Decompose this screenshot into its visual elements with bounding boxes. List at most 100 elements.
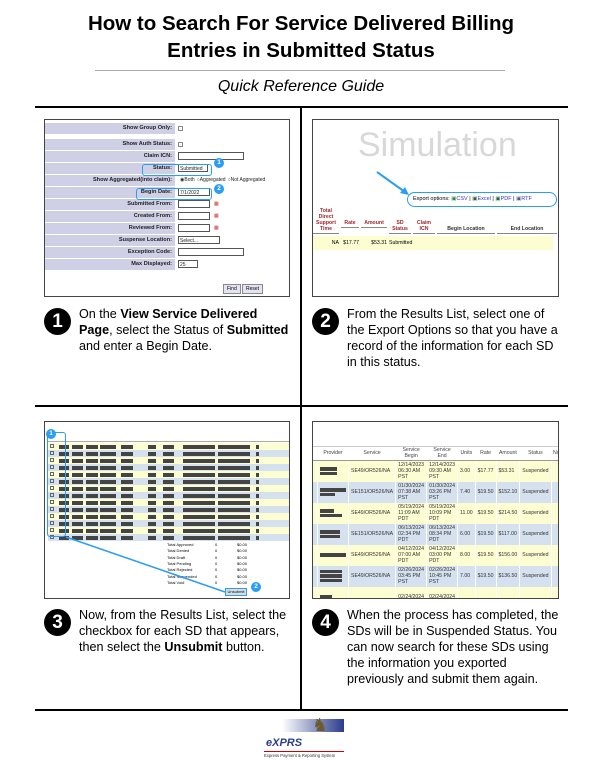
export-excel-link[interactable]: Excel (477, 196, 491, 202)
table-cell (317, 523, 349, 545)
redacted-text (121, 494, 133, 498)
table-row (48, 527, 289, 534)
table-cell: 6.00 (457, 523, 476, 545)
total-label: Total Suspended (167, 573, 197, 579)
icn-input[interactable] (178, 152, 244, 160)
column-header[interactable]: Begin Location (437, 226, 495, 234)
row-checkbox[interactable] (50, 486, 54, 490)
redacted-text (183, 508, 215, 512)
logo-text: eXPRS (266, 737, 303, 749)
row-checkbox[interactable] (50, 479, 54, 483)
callout-badge: 1 (46, 429, 56, 439)
auth-checkbox[interactable] (178, 142, 183, 147)
column-header[interactable]: End Location (497, 226, 557, 234)
table-row (48, 520, 289, 527)
redacted-text (163, 487, 174, 491)
column-header[interactable]: Service Begin (395, 446, 427, 461)
form-row-group: Show Group Only: (45, 123, 289, 134)
redacted-text (218, 508, 250, 512)
column-header[interactable]: Service End (426, 446, 458, 461)
redacted-text (59, 508, 69, 512)
reviewed-date-input[interactable] (178, 224, 210, 232)
find-button[interactable]: Find (223, 284, 241, 294)
row-checkbox[interactable] (50, 521, 54, 525)
row-checkbox[interactable] (50, 514, 54, 518)
column-header[interactable]: SD Status (389, 220, 411, 234)
column-header[interactable]: Total Direct Support Time (313, 208, 339, 234)
row-checkbox[interactable] (50, 500, 54, 504)
excel-icon: ▣ (472, 196, 478, 202)
redacted-text (121, 487, 133, 491)
redacted-text (59, 515, 69, 519)
row-checkbox[interactable] (50, 535, 54, 539)
redacted-text (183, 466, 215, 470)
radio-icon[interactable]: ○ (196, 177, 200, 183)
submitted-date-input[interactable] (178, 200, 210, 208)
redacted-text (72, 529, 83, 533)
radio-icon[interactable]: ○ (227, 177, 231, 183)
redacted-text (86, 494, 98, 498)
redacted-text (72, 466, 83, 470)
suspense-select[interactable]: Select... (178, 236, 220, 244)
group-checkbox[interactable] (178, 126, 183, 131)
logo-banner (282, 719, 344, 732)
export-pdf-link[interactable]: PDF (500, 196, 512, 202)
row-checkbox[interactable] (50, 528, 54, 532)
total-count: 0 (215, 554, 218, 560)
redacted-text (72, 501, 83, 505)
reset-button[interactable]: Reset (242, 284, 264, 294)
redacted-text (86, 501, 98, 505)
calendar-icon[interactable]: ▦ (214, 201, 219, 207)
redacted-text (59, 452, 69, 456)
column-header[interactable]: Notes (551, 446, 558, 461)
column-header[interactable]: Provider (317, 446, 349, 461)
redacted-text (72, 473, 83, 477)
table-cell: 02/26/2024 10:45 PM PST (426, 565, 459, 587)
table-row (48, 450, 289, 457)
step-text: On the View Service Delivered Page, sele… (79, 306, 292, 354)
column-header[interactable]: Amount (496, 446, 520, 461)
redacted-text (256, 459, 259, 463)
export-csv-link[interactable]: CSV (456, 196, 468, 202)
row-checkbox[interactable] (50, 507, 54, 511)
redacted-text (72, 487, 83, 491)
column-header[interactable]: Rate (341, 220, 359, 228)
redacted-text (163, 515, 174, 519)
column-header[interactable]: Status (519, 446, 552, 461)
calendar-icon[interactable]: ▦ (214, 225, 219, 231)
radio-icon[interactable]: ◉ (180, 177, 185, 183)
redacted-text (148, 459, 156, 463)
row-checkbox[interactable] (50, 493, 54, 497)
total-count: 0 (215, 542, 218, 547)
created-date-input[interactable] (178, 212, 210, 220)
table-cell: Suspended (519, 565, 552, 587)
checkbox-column-callout (47, 432, 66, 537)
table-cell (519, 586, 552, 598)
redacted-text (148, 529, 156, 533)
max-displayed-select[interactable]: 25 (178, 260, 198, 268)
form-row-exception: Exception Code: (45, 247, 289, 258)
row-checkbox[interactable] (50, 465, 54, 469)
unsubmit-button[interactable]: Unsubmit (225, 588, 247, 596)
table-cell: 02/26/2024 03:45 PM PST (395, 565, 428, 587)
exception-input[interactable] (178, 248, 244, 256)
column-header[interactable]: Units (457, 446, 476, 461)
column-header[interactable]: Amount (361, 220, 387, 228)
export-rtf-link[interactable]: RTF (521, 196, 532, 202)
column-header[interactable]: Service (348, 446, 396, 461)
field-label: Begin Date: (45, 187, 175, 198)
redacted-text (320, 530, 340, 534)
row-checkbox[interactable] (50, 444, 54, 448)
column-header[interactable]: Rate (475, 446, 497, 461)
row-checkbox[interactable] (50, 472, 54, 476)
row-checkbox[interactable] (50, 451, 54, 455)
form-row-reviewed: Reviewed From:▦ (45, 223, 289, 234)
row-checkbox[interactable] (50, 458, 54, 462)
calendar-icon[interactable]: ▦ (214, 213, 219, 219)
column-header[interactable]: Claim ICN (413, 220, 435, 234)
total-amount: $0.00 (237, 579, 248, 585)
redacted-text (148, 487, 156, 491)
field-label: Show Auth Status: (45, 139, 175, 150)
callout-badge: 2 (214, 184, 224, 194)
